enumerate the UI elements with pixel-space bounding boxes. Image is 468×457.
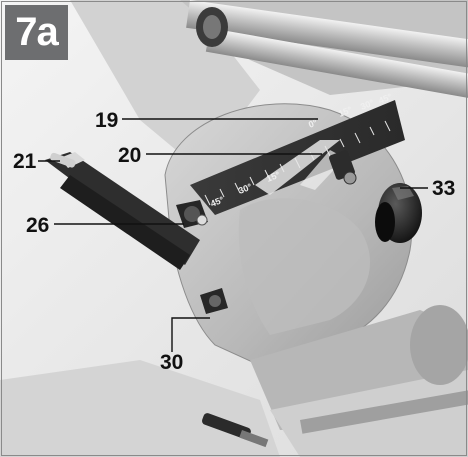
scale-label-4: 15° — [337, 104, 354, 119]
figure-label-badge: 7a — [5, 5, 68, 60]
scale-label-0: 45° — [209, 194, 226, 209]
rail-top — [186, 0, 468, 99]
pointer-screw — [329, 150, 357, 185]
callout-33: 33 — [432, 177, 456, 200]
locking-knob-26 — [176, 200, 208, 228]
scale-label-3: 0° — [307, 117, 319, 130]
bevel-handle — [45, 152, 200, 270]
knob-33 — [375, 183, 422, 243]
scale-label-1: 30° — [237, 181, 254, 196]
leader-30 — [171, 317, 210, 352]
scale-label-6: 45° — [377, 91, 394, 106]
scale-label-2: 15° — [265, 169, 282, 184]
callout-26: 26 — [26, 214, 50, 237]
callout-30: 30 — [160, 351, 184, 374]
bottom-bolt — [202, 413, 269, 448]
callout-21: 21 — [13, 150, 37, 173]
knob-30 — [200, 288, 228, 314]
figure-label: 7a — [15, 10, 58, 54]
callout-20: 20 — [118, 144, 142, 167]
callout-19: 19 — [95, 109, 119, 132]
scale-label-5: 30° — [359, 97, 376, 112]
